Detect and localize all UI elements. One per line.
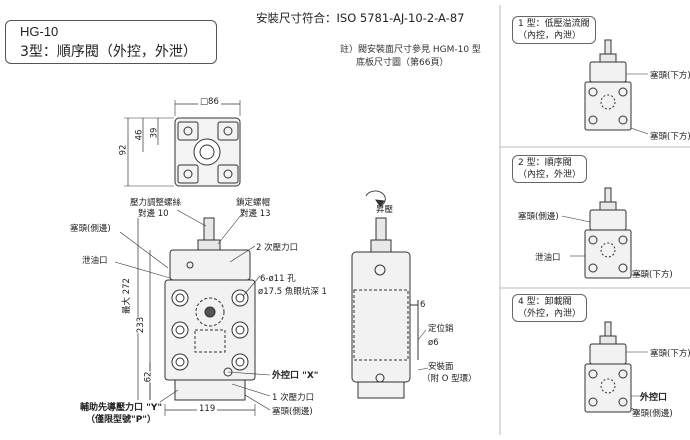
secondary-port-label: 2 次壓力口	[256, 243, 299, 253]
lock-nut-label: 鎖定螺帽	[236, 198, 271, 208]
side-view	[351, 190, 429, 399]
adjust-screw-label: 壓力調整螺絲	[130, 198, 182, 208]
panel-1-label-1: 塞頭(下方)	[650, 71, 690, 81]
panel-3-label-2: 外控口	[640, 393, 668, 403]
panel-3-valve	[584, 321, 648, 413]
dim-width: □86	[198, 97, 221, 107]
dim-6-label: 6	[420, 300, 426, 310]
panel-3-title: 4 型：卸載閥 （外控，內泄）	[512, 294, 588, 322]
pin-dia-label: ø6	[428, 338, 439, 348]
counterbore-label: ø17.5 魚眼坑深 1	[258, 287, 327, 297]
dim-233: 233	[136, 316, 147, 334]
holes-label: 6-ø11 孔	[260, 274, 296, 284]
mount-face-label: 安裝面	[428, 362, 454, 372]
dim-overall: 92	[118, 144, 129, 156]
panel-2-title: 2 型：順序閥 （內控，外泄）	[512, 155, 588, 183]
dim-39: 39	[149, 127, 160, 139]
panel-2-label-1: 塞頭(側邊)	[518, 212, 559, 222]
panel-1-valve	[584, 39, 649, 135]
model-name: HG-10	[20, 24, 59, 39]
panel-2-label-3: 塞頭(下方)	[632, 270, 673, 280]
plug-side-label: 塞頭(側邊)	[70, 224, 111, 234]
rise-label: 昇壓	[376, 205, 394, 215]
pilot-port-note: （僅限型號"P"）	[86, 415, 156, 425]
note-line-2: 底板尺寸圖（第66頁）	[356, 58, 449, 68]
primary-port-label: 1 次壓力口	[272, 393, 315, 403]
dim-62: 62	[143, 371, 154, 383]
dim-119: 119	[197, 404, 218, 414]
panel-3-label-1: 塞頭(下方)	[650, 349, 690, 359]
dim-46: 46	[134, 129, 145, 141]
panel-2-label-2: 泄油口	[535, 253, 561, 263]
iso-standard: 安裝尺寸符合：ISO 5781-AJ-10-2-A-87	[256, 11, 465, 25]
lock-nut-size: 對邊 13	[240, 209, 271, 219]
panel-1-label-2: 塞頭(下方)	[650, 132, 690, 142]
drain-port-label: 泄油口	[82, 256, 108, 266]
model-title-box: HG-10 3型：順序閥（外控，外泄）	[5, 20, 217, 64]
panel-3-label-3: 塞頭(側邊)	[632, 409, 673, 419]
panel-2-valve	[561, 187, 649, 279]
panel-1-title: 1 型：低壓溢流閥 （內控，內泄）	[512, 16, 596, 44]
front-view	[114, 209, 271, 416]
dim-max: 最大 272	[121, 278, 132, 314]
pilot-port-label: 輔助先導壓力口 "Y"	[80, 403, 163, 413]
mounting-note: 註）閥安裝面尺寸參見 HGM-10 型 底板尺寸圖（第66頁）	[340, 44, 481, 70]
top-view	[124, 100, 241, 187]
oring-label: （附 O 型環）	[422, 374, 477, 384]
note-line-1: 註）閥安裝面尺寸參見 HGM-10 型	[340, 45, 481, 55]
plug-bottom-label: 塞頭(側邊)	[272, 407, 313, 417]
adjust-screw-size: 對邊 10	[138, 209, 169, 219]
type-title: 3型：順序閥（外控，外泄）	[20, 44, 197, 60]
external-port-label: 外控口 "X"	[272, 371, 319, 381]
locating-pin-label: 定位銷	[428, 324, 454, 334]
